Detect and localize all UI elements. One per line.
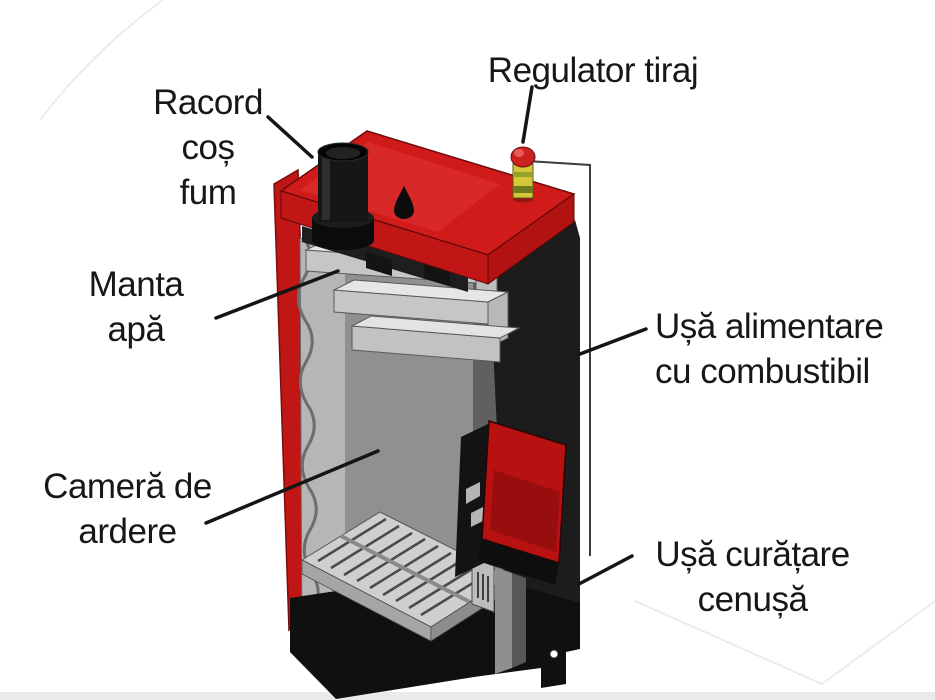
label-line: Ușă alimentare: [655, 307, 884, 346]
ash-cleaning-door-edge: [512, 573, 526, 668]
label-line: ardere: [78, 512, 177, 551]
label-line: Ușă curățare: [655, 535, 850, 574]
label-line: apă: [107, 310, 165, 349]
label-usa-curatare: Ușă curățare cenușă: [650, 532, 855, 622]
label-camera-ardere: Cameră de ardere: [30, 464, 225, 554]
lifting-lug-hole: [394, 186, 414, 219]
foot-bracket-hole: [549, 649, 559, 659]
label-manta-apa: Manta apă: [61, 262, 211, 352]
leader-regulator-tiraj: [521, 85, 534, 144]
top-plate-right-face: [487, 193, 575, 285]
label-racord-cos-fum: Racord coș fum: [128, 80, 288, 215]
label-line: Racord: [153, 83, 263, 122]
draft-regulator-knob: [510, 146, 536, 203]
label-line: cu combustibil: [655, 352, 870, 391]
leader-usa-alimentare: [578, 327, 648, 356]
leader-lines: [204, 85, 648, 586]
label-line: coș: [181, 128, 235, 167]
label-line: Cameră de: [43, 467, 212, 506]
label-line: Regulator tiraj: [487, 51, 699, 90]
label-regulator-tiraj: Regulator tiraj: [458, 48, 728, 93]
label-line: cenușă: [697, 580, 808, 619]
photo-bottom-strip: [0, 692, 935, 700]
fuel-door-hinge: [466, 482, 480, 504]
leader-racord-cos-fum: [266, 115, 314, 159]
label-line: fum: [179, 173, 237, 212]
leader-usa-curatare: [577, 554, 634, 586]
leader-camera-ardere: [204, 449, 380, 525]
watermark-lines: [634, 600, 935, 686]
fuel-door-hinge: [471, 506, 485, 527]
label-usa-alimentare: Ușă alimentare cu combustibil: [655, 304, 920, 394]
grate-split-gap: [340, 534, 471, 604]
label-line: Manta: [88, 265, 184, 304]
fuel-door-shading: [490, 470, 560, 552]
leader-manta-apa: [214, 269, 340, 320]
flue-outlet: [312, 142, 374, 250]
grate-support-slots: [477, 572, 489, 602]
top-plate-tab: [366, 252, 392, 276]
ash-cleaning-door: [495, 567, 512, 674]
water-jacket-cut-wave: [296, 235, 320, 615]
watermark-arc: [39, 0, 164, 121]
fuel-door-sill: [478, 539, 559, 585]
casing-outline: [526, 160, 591, 556]
